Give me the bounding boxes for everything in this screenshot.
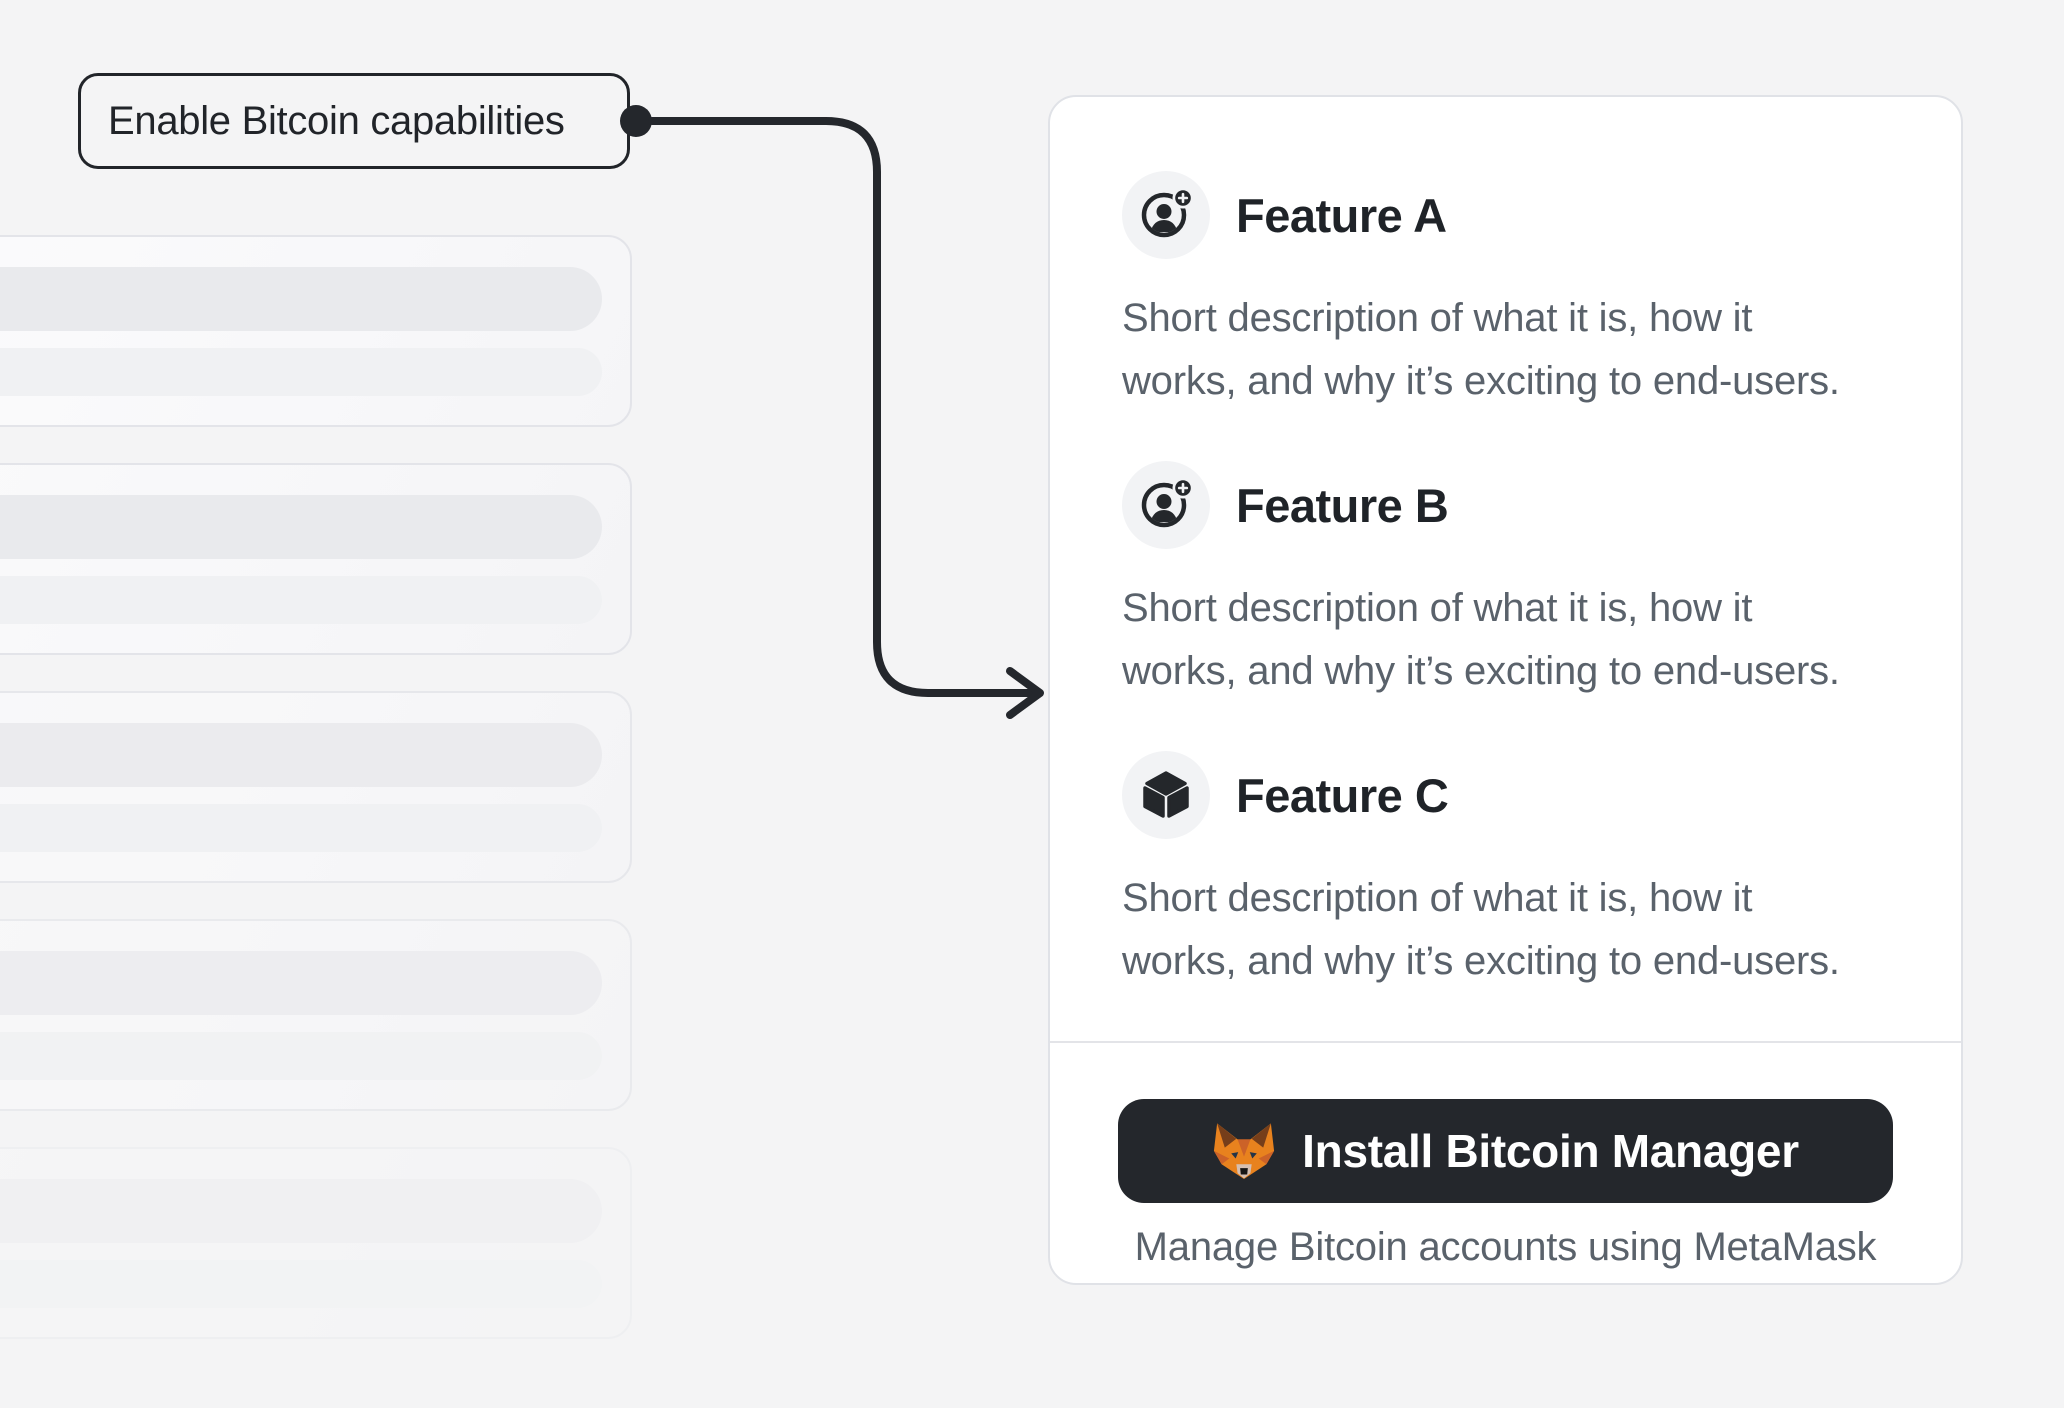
skeleton-pill [0,804,602,852]
skeleton-card [0,691,632,883]
skeleton-pill [0,1260,602,1308]
feature-a-icon-circle [1122,171,1210,259]
user-add-icon [1141,187,1194,238]
skeleton-pill [0,348,602,396]
footer-caption: Manage Bitcoin accounts using MetaMask [1134,1225,1877,1269]
cube-icon [1143,771,1189,818]
feature-c-title: Feature C [1236,768,1449,822]
feature-row-b: Feature B [1122,461,1891,549]
callout-text: Enable Bitcoin capabilities [108,98,565,143]
feature-panel: Feature A Short description of what it i… [1048,95,1963,1285]
install-button-label: Install Bitcoin Manager [1302,1125,1799,1177]
feature-c-icon-circle [1122,751,1210,839]
skeleton-pill [0,267,602,331]
skeleton-pill [0,495,602,559]
feature-c-description: Short description of what it is, how it … [1122,876,1840,983]
callout-label: Enable Bitcoin capabilities [78,73,630,169]
skeleton-pill [0,1032,602,1080]
skeleton-card [0,1147,632,1339]
user-add-icon [1141,477,1194,528]
panel-footer: Install Bitcoin Manager Manage Bitcoin a… [1050,1041,1961,1298]
skeleton-pill [0,951,602,1015]
skeleton-pill [0,576,602,624]
skeleton-pill [0,1179,602,1243]
feature-b-title: Feature B [1236,478,1449,532]
feature-a-description: Short description of what it is, how it … [1122,296,1840,403]
skeleton-pill [0,723,602,787]
feature-row-c: Feature C [1122,751,1891,839]
skeleton-card [0,919,632,1111]
feature-b-description: Short description of what it is, how it … [1122,586,1840,693]
metamask-fox-icon [1214,1122,1275,1179]
install-bitcoin-manager-button[interactable]: Install Bitcoin Manager [1118,1099,1893,1203]
feature-list: Feature A Short description of what it i… [1050,97,1961,1041]
skeleton-card [0,235,632,427]
feature-b-icon-circle [1122,461,1210,549]
feature-a-title: Feature A [1236,188,1447,242]
skeleton-card [0,463,632,655]
feature-row-a: Feature A [1122,171,1891,259]
